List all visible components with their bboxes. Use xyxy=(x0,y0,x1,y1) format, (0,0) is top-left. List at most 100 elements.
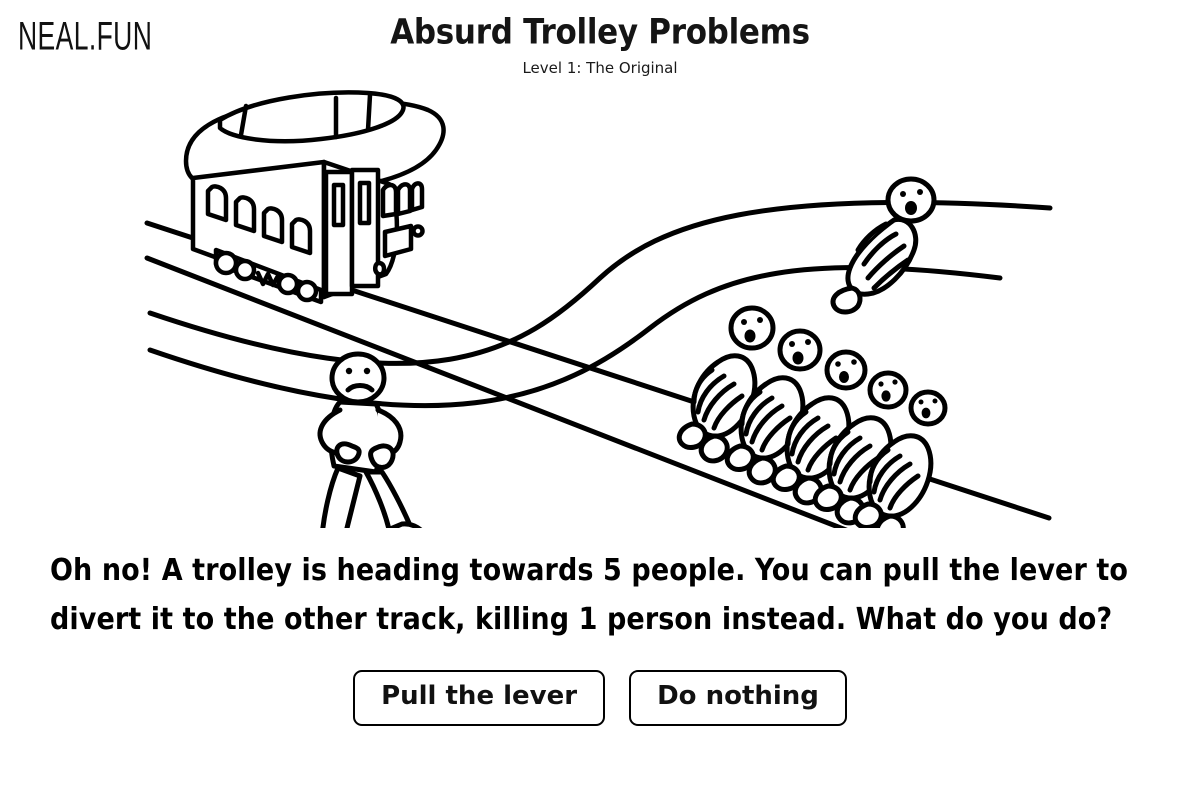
scene-svg xyxy=(144,90,1053,528)
tied-person-1-rope-1 xyxy=(867,447,891,485)
tied-person-2-rope-3 xyxy=(837,443,873,485)
tied-person-5-feet-a xyxy=(676,421,708,450)
tied-person-4-feet-b xyxy=(746,455,778,486)
trolley xyxy=(183,90,446,305)
single-person-mouth xyxy=(905,201,917,215)
tied-person-4-rope-2 xyxy=(743,395,775,437)
single-person-feet xyxy=(830,285,863,315)
operator-hand-right xyxy=(368,443,396,470)
tied-person-4-eye-left xyxy=(789,341,795,347)
operator-head xyxy=(329,351,387,405)
tied-person-1-eye-left xyxy=(918,399,924,405)
tied-person-5-rope-3 xyxy=(701,381,737,423)
tied-person-3-eye-left xyxy=(835,361,841,367)
choice-button-group: Pull the lever Do nothing xyxy=(0,670,1200,726)
tied-person-4 xyxy=(724,328,823,486)
tied-person-5-eye-right xyxy=(757,317,763,323)
tied-person-5 xyxy=(676,305,776,464)
level-subtitle: Level 1: The Original xyxy=(522,59,678,77)
trolley-window-4 xyxy=(289,217,313,256)
tied-person-1-mouth xyxy=(921,407,931,419)
tied-person-4-rope-3 xyxy=(749,403,785,445)
operator-eye-right xyxy=(363,367,371,375)
trolley-window-2 xyxy=(233,195,257,234)
operator-frown xyxy=(345,383,375,393)
tied-person-2-eye-left xyxy=(878,381,884,387)
tied-person-4-feet-a xyxy=(724,443,756,472)
tied-person-5-eye-left xyxy=(741,319,747,325)
trolley-wheel-3 xyxy=(276,272,300,296)
single-person-eye-left xyxy=(900,191,906,197)
trolley-window-3 xyxy=(261,206,285,245)
tied-person-3-eye-right xyxy=(851,359,857,365)
tied-person-2-rope-2 xyxy=(831,435,863,477)
tied-person-1-feet-a xyxy=(852,501,884,528)
page-title: Absurd Trolley Problems xyxy=(390,12,810,53)
operator-leg-left xyxy=(320,465,363,528)
tied-person-5-rope-1 xyxy=(691,367,715,405)
trolley-roof-ridge xyxy=(217,90,406,144)
tied-person-1-eye-right xyxy=(932,398,938,404)
tied-person-2-head xyxy=(867,370,909,410)
trolley-roof-rib-1 xyxy=(238,103,249,138)
trolley-door-window-right xyxy=(357,180,372,226)
trolley-wheel-2 xyxy=(233,258,257,282)
tied-person-5-rope-2 xyxy=(695,373,727,415)
tied-person-1-feet-b xyxy=(874,513,906,528)
trolley-front-window-1 xyxy=(380,182,399,219)
single-person-eye-right xyxy=(917,189,923,195)
tied-person-3-mouth xyxy=(839,371,849,383)
trolley-wheel-1 xyxy=(213,250,239,276)
tied-person-4-eye-right xyxy=(805,339,811,345)
trolley-headlight xyxy=(411,224,425,238)
trolley-door-window-left xyxy=(331,182,346,228)
tied-person-3-rope-4 xyxy=(805,435,839,473)
tied-person-2-feet-a xyxy=(812,483,844,512)
trolley-front-panel xyxy=(382,223,414,259)
single-person-rope-4 xyxy=(871,257,911,291)
trolley-spring xyxy=(255,270,281,288)
operator-shoe-right xyxy=(387,521,423,528)
trolley-wheel-4 xyxy=(295,279,319,303)
tied-person-5-rope-4 xyxy=(711,393,745,431)
tied-person-5-feet-b xyxy=(698,433,730,464)
operator-hand-left xyxy=(334,441,362,465)
rail-main-lower xyxy=(144,255,848,528)
tied-person-3-rope-1 xyxy=(785,409,809,447)
single-person-rope-1 xyxy=(855,221,889,253)
tied-person-1-rope-3 xyxy=(877,461,913,503)
trolley-window-1 xyxy=(205,184,229,223)
single-person-rope-3 xyxy=(865,243,907,281)
scenario-prompt: Oh no! A trolley is heading towards 5 pe… xyxy=(50,553,1129,637)
tied-person-1 xyxy=(852,389,948,528)
tied-person-3-feet-a xyxy=(770,463,802,492)
tied-person-2-rope-1 xyxy=(827,429,851,467)
people-on-main-track xyxy=(676,305,948,528)
tied-person-2-eye-right xyxy=(892,379,898,385)
tied-person-1-head xyxy=(908,389,948,427)
tied-person-1-rope-4 xyxy=(887,473,921,511)
tied-person-3-rope-2 xyxy=(789,415,821,457)
tied-person-3-head xyxy=(824,349,868,391)
single-person-rope-2 xyxy=(861,231,899,267)
tied-person-4-rope-1 xyxy=(739,389,763,427)
operator-leg-right xyxy=(363,469,414,528)
tied-person-4-mouth xyxy=(792,351,804,365)
trolley-front-window-2 xyxy=(395,182,413,217)
lever-operator xyxy=(317,351,423,528)
person-on-other-track xyxy=(830,176,937,315)
do-nothing-button[interactable]: Do nothing xyxy=(629,670,847,726)
pull-the-lever-button[interactable]: Pull the lever xyxy=(353,670,606,726)
trolley-roof-rib-3 xyxy=(365,92,373,133)
trolley-front-lamp xyxy=(373,260,387,277)
single-person-head xyxy=(885,176,937,224)
tied-person-5-head xyxy=(728,305,776,351)
site-logo[interactable]: NEAL.FUN xyxy=(18,14,153,59)
tied-person-1-rope-2 xyxy=(871,453,903,495)
tied-person-2-mouth xyxy=(881,390,891,402)
tied-person-4-rope-4 xyxy=(759,415,793,453)
tied-person-5-mouth xyxy=(744,329,756,343)
tied-person-3-rope-3 xyxy=(795,423,831,465)
trolley-illustration xyxy=(0,78,1200,528)
trolley-front-window-3 xyxy=(409,181,425,213)
